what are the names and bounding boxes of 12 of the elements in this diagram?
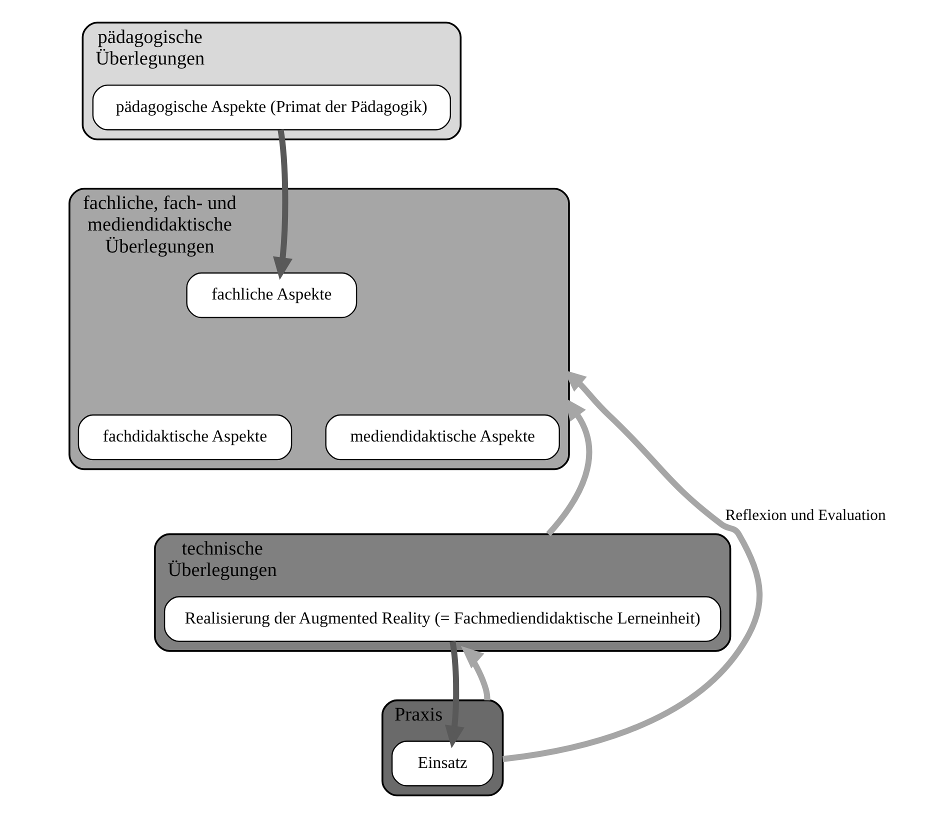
arrow	[502, 370, 762, 762]
node-box: Realisierung der Augmented Reality (= Fachmediendidaktische Lerneinheit)	[163, 596, 721, 642]
node-box: Einsatz	[390, 740, 494, 786]
node-box: mediendidaktische Aspekte	[324, 414, 560, 460]
node-box: fachdidaktische Aspekte	[77, 414, 292, 460]
node-box: fachliche Aspekte	[186, 272, 357, 318]
arrow	[444, 641, 464, 748]
edge-label: Reflexion und Evaluation	[724, 507, 886, 524]
arrow	[546, 398, 592, 536]
arrow	[272, 130, 292, 280]
arrow	[460, 646, 490, 700]
node-box: pädagogische Aspekte (Primat der Pädagogik)	[92, 84, 451, 130]
